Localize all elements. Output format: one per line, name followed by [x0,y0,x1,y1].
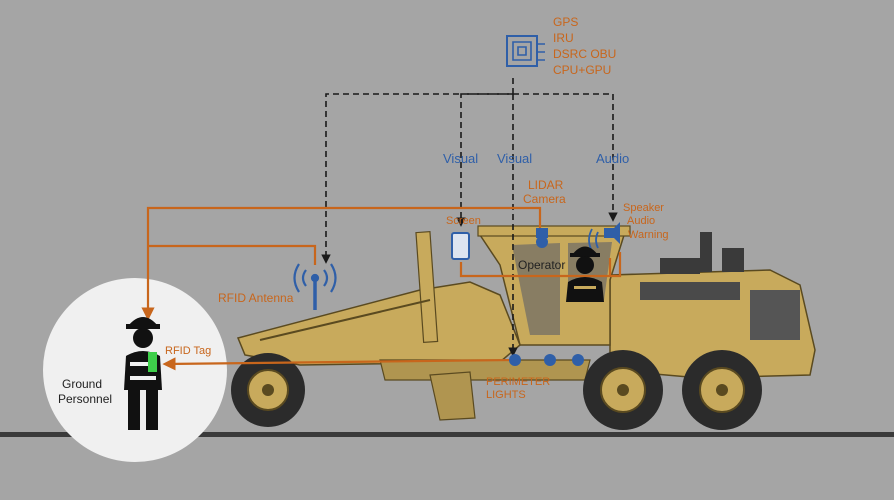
channel-visual-lights: Visual [497,151,533,166]
rfid-tag-label: RFID Tag [165,345,212,357]
rear-wheel-2 [682,350,762,430]
processor-item-cpu: CPU+GPU [553,63,612,77]
camera-icon [536,228,548,248]
data-links [321,78,618,357]
ground-label: Ground [62,377,103,391]
screen-label: Screen [446,215,481,227]
speaker-label: Speaker [623,202,664,214]
processor-item-dsrc: DSRC OBU [553,47,617,61]
chip-icon [506,35,545,67]
audio-label: Audio [627,215,656,227]
rear-wheel-1 [583,350,663,430]
motor-grader [231,225,816,430]
front-wheel [231,353,305,427]
rfid-tag-icon [148,352,157,372]
warning-label: Warning [628,229,669,241]
rfid-antenna-label: RFID Antenna [218,291,294,305]
operator-label: Operator [518,258,566,272]
channel-visual-screen: Visual [443,151,479,166]
operator-icon [566,246,604,302]
processor-item-iru: IRU [553,31,574,45]
antenna-icon [293,263,337,310]
personnel-label: Personnel [58,392,113,406]
channel-audio: Audio [596,151,630,166]
light-icon [509,354,584,366]
worker-icon [124,317,162,430]
engine-grille [750,290,800,340]
ground-line [0,432,894,437]
camera-label: Camera [523,192,566,206]
processor-item-gps: GPS [553,15,579,29]
lidar-label: LIDAR [528,178,564,192]
rfid-signal-links [141,206,622,371]
lights-label: LIGHTS [486,389,526,401]
screen-icon [451,232,470,260]
perimeter-label: PERIMETER [486,376,551,388]
